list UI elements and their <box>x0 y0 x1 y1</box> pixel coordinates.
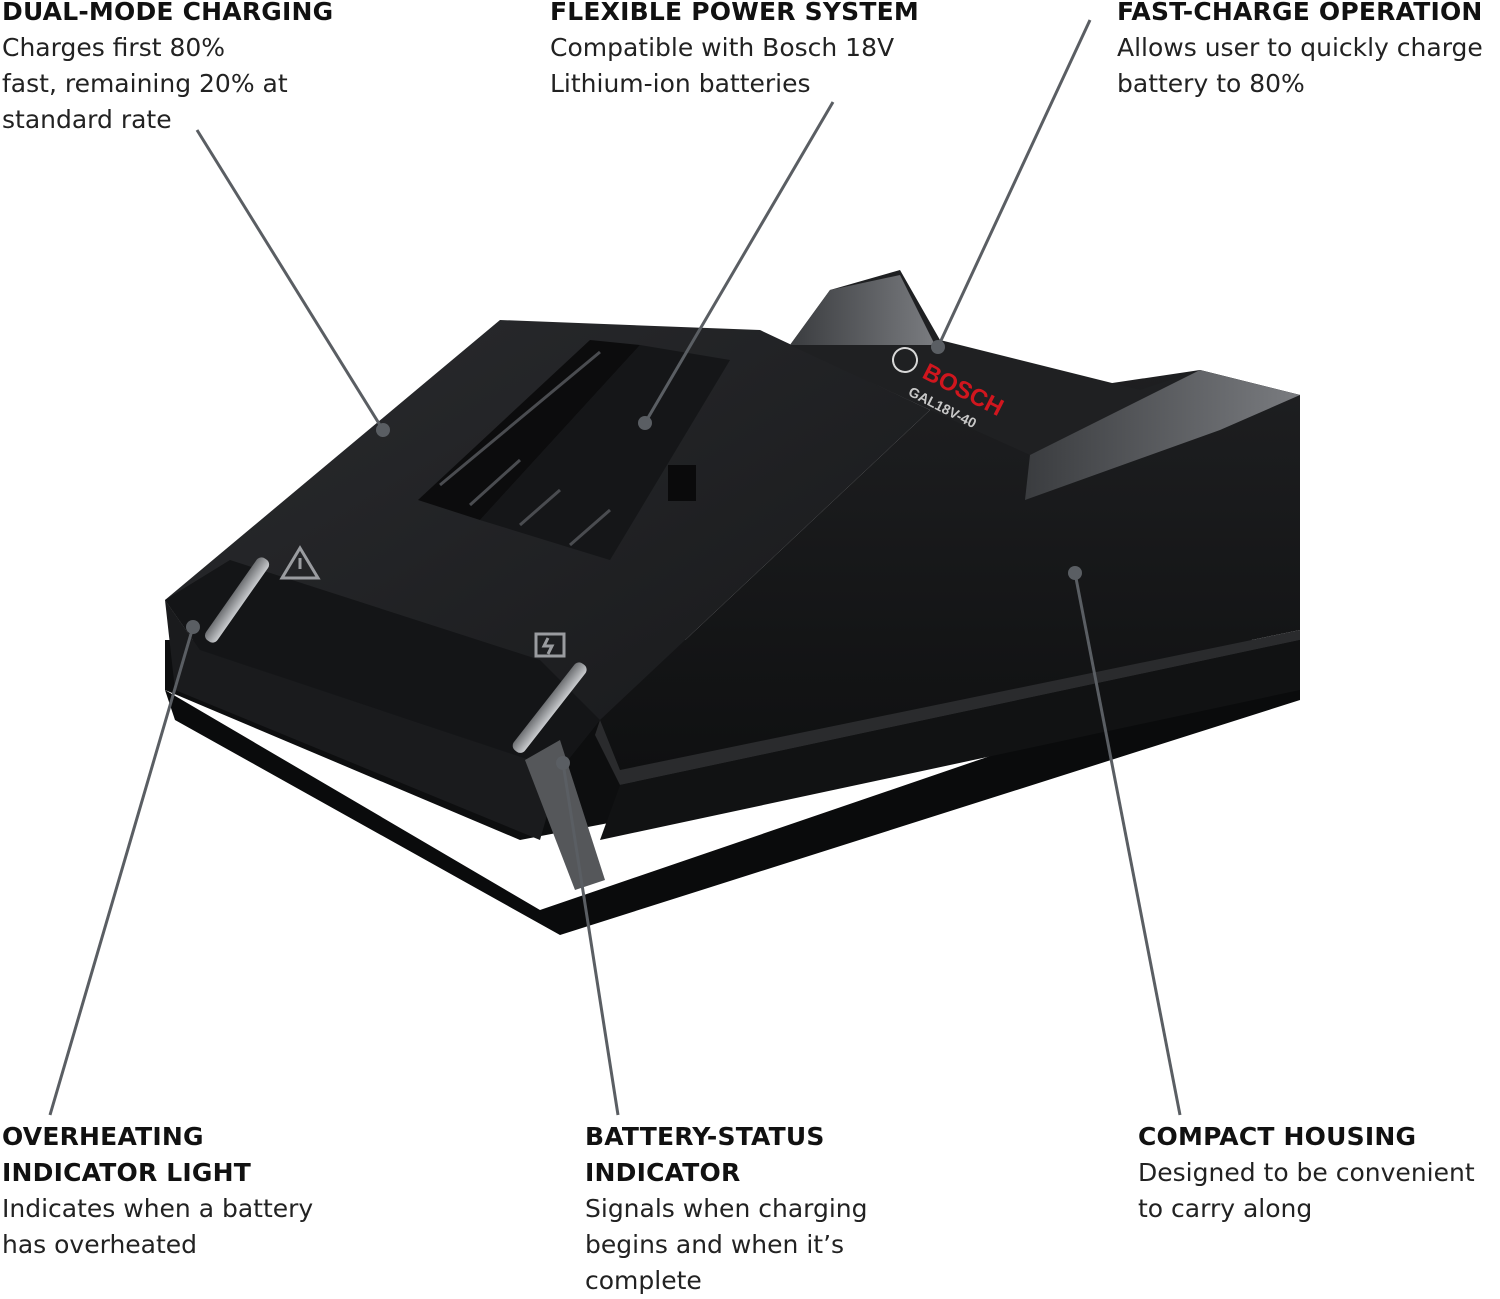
leader-compact-housing <box>1073 572 1182 1116</box>
leader-dot-overheating <box>186 620 200 634</box>
battery-status-led-reflection <box>525 740 605 890</box>
leader-overheating <box>48 626 195 1116</box>
charger-rear-top <box>790 270 1300 500</box>
callout-heading: BATTERY-STATUS <box>585 1122 825 1151</box>
callout-dual-mode-charging: DUAL-MODE CHARGING Charges first 80% fas… <box>2 0 333 138</box>
callout-heading: FAST-CHARGE OPERATION <box>1117 0 1483 26</box>
callout-line: fast, remaining 20% at <box>2 69 288 98</box>
callout-line: battery to 80% <box>1117 69 1305 98</box>
charger-right-housing <box>595 370 1300 840</box>
bosch-armature-logo <box>892 347 918 373</box>
callout-line: begins and when it’s <box>585 1230 845 1259</box>
callout-fast-charge-operation: FAST-CHARGE OPERATION Allows user to qui… <box>1117 0 1483 102</box>
callout-line: Compatible with Bosch 18V <box>550 33 895 62</box>
callout-heading: OVERHEATING <box>2 1122 204 1151</box>
callout-line: to carry along <box>1138 1194 1313 1223</box>
battery-slot <box>418 340 730 560</box>
leader-dot-flexible-power <box>638 416 652 430</box>
leader-dot-compact-housing <box>1068 566 1082 580</box>
leader-dot-fast-charge <box>931 340 945 354</box>
callout-line: standard rate <box>2 105 172 134</box>
callout-heading: DUAL-MODE CHARGING <box>2 0 334 26</box>
callout-line: Signals when charging <box>585 1194 868 1223</box>
callout-heading: FLEXIBLE POWER SYSTEM <box>550 0 919 26</box>
callout-flexible-power-system: FLEXIBLE POWER SYSTEM Compatible with Bo… <box>550 0 919 102</box>
callout-heading: COMPACT HOUSING <box>1138 1122 1417 1151</box>
leader-lines <box>48 19 1182 1116</box>
callout-line: has overheated <box>2 1230 198 1259</box>
leader-fast-charge <box>936 19 1092 348</box>
leader-dot-dual-mode <box>376 423 390 437</box>
warning-triangle-icon <box>279 545 321 580</box>
callout-heading: INDICATOR LIGHT <box>2 1158 252 1187</box>
leader-dot-battery-status <box>556 756 570 770</box>
battery-charge-icon <box>534 632 566 658</box>
callout-line: complete <box>585 1266 702 1295</box>
battery-status-led-bar <box>512 662 587 753</box>
callout-line: Indicates when a battery <box>2 1194 314 1223</box>
leader-battery-status <box>561 762 620 1116</box>
callout-battery-status-indicator: BATTERY-STATUS INDICATOR Signals when ch… <box>585 1119 868 1299</box>
overheating-led-bar <box>204 557 270 643</box>
callout-heading: INDICATOR <box>585 1158 741 1187</box>
charger-top-deck <box>165 320 930 840</box>
callout-line: Allows user to quickly charge <box>1117 33 1483 62</box>
leader-flexible-power <box>643 101 835 424</box>
callout-line: Charges first 80% <box>2 33 226 62</box>
callout-compact-housing: COMPACT HOUSING Designed to be convenien… <box>1138 1119 1475 1227</box>
callout-line: Designed to be convenient <box>1138 1158 1475 1187</box>
leader-dual-mode <box>195 129 385 431</box>
callout-line: Lithium-ion batteries <box>550 69 811 98</box>
callout-overheating-indicator: OVERHEATING INDICATOR LIGHT Indicates wh… <box>2 1119 313 1263</box>
